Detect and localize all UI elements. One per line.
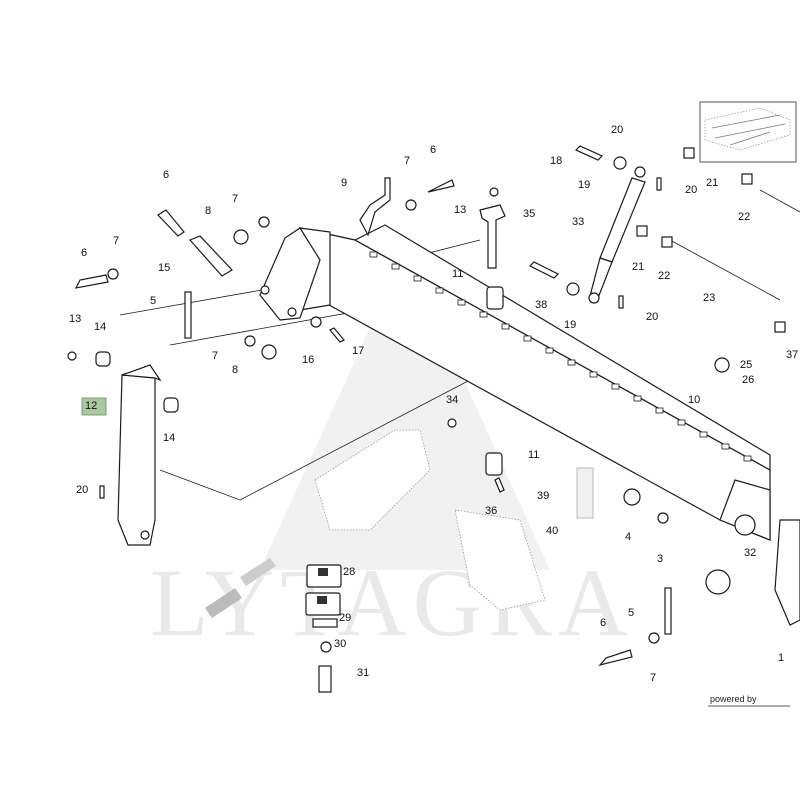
clamp-block-29 xyxy=(305,592,341,616)
callout-18[interactable]: 18 xyxy=(550,155,562,167)
callout-22[interactable]: 22 xyxy=(658,270,670,282)
callout-20[interactable]: 20 xyxy=(685,184,697,196)
callout-7[interactable]: 7 xyxy=(404,155,410,167)
callout-11[interactable]: 11 xyxy=(528,449,539,461)
support-arm xyxy=(117,364,162,546)
tube-32 xyxy=(705,519,800,626)
callout-33[interactable]: 33 xyxy=(572,216,584,228)
callout-10[interactable]: 10 xyxy=(688,394,700,406)
callout-36[interactable]: 36 xyxy=(485,505,497,517)
callout-8[interactable]: 8 xyxy=(205,205,211,217)
callout-13[interactable]: 13 xyxy=(69,313,81,325)
bracket-plate-40 xyxy=(454,509,546,611)
callout-6[interactable]: 6 xyxy=(600,617,606,629)
hydraulic-cylinder xyxy=(588,166,646,304)
shaft-15 xyxy=(188,235,233,277)
callout-3[interactable]: 3 xyxy=(657,553,663,565)
callout-28[interactable]: 28 xyxy=(343,566,355,578)
callout-7[interactable]: 7 xyxy=(232,193,238,205)
callout-11[interactable]: 11 xyxy=(452,268,463,280)
callout-6[interactable]: 6 xyxy=(430,144,436,156)
callout-21[interactable]: 21 xyxy=(706,177,718,189)
post-39 xyxy=(576,467,594,519)
callout-14[interactable]: 14 xyxy=(94,321,106,333)
callout-26[interactable]: 26 xyxy=(742,374,754,386)
main-frame-beam xyxy=(299,224,771,541)
callout-15[interactable]: 15 xyxy=(158,262,170,274)
callout-6[interactable]: 6 xyxy=(163,169,169,181)
callout-19[interactable]: 19 xyxy=(564,319,576,331)
callout-20[interactable]: 20 xyxy=(611,124,623,136)
callout-8[interactable]: 8 xyxy=(232,364,238,376)
callout-4[interactable]: 4 xyxy=(625,531,631,543)
callout-38[interactable]: 38 xyxy=(535,299,547,311)
callout-14[interactable]: 14 xyxy=(163,432,175,444)
callout-37[interactable]: 37 xyxy=(786,349,798,361)
callout-31[interactable]: 31 xyxy=(357,667,369,679)
callout-20[interactable]: 20 xyxy=(76,484,88,496)
callout-29[interactable]: 29 xyxy=(339,612,351,624)
callout-5[interactable]: 5 xyxy=(150,295,156,307)
callout-17[interactable]: 17 xyxy=(352,345,364,357)
callout-13[interactable]: 13 xyxy=(454,204,466,216)
callout-32[interactable]: 32 xyxy=(744,547,756,559)
callout-7[interactable]: 7 xyxy=(212,350,218,362)
callout-16[interactable]: 16 xyxy=(302,354,314,366)
callout-23[interactable]: 23 xyxy=(703,292,715,304)
callout-22[interactable]: 22 xyxy=(738,211,750,223)
callout-20[interactable]: 20 xyxy=(646,311,658,323)
callout-35[interactable]: 35 xyxy=(523,208,535,220)
callout-19[interactable]: 19 xyxy=(578,179,590,191)
callout-6[interactable]: 6 xyxy=(81,247,87,259)
overview-thumbnail[interactable] xyxy=(699,101,797,163)
callout-5[interactable]: 5 xyxy=(628,607,634,619)
direction-arrow xyxy=(205,558,276,618)
callout-1[interactable]: 1 xyxy=(778,652,784,664)
callout-9[interactable]: 9 xyxy=(341,177,347,189)
bracket-9 xyxy=(359,177,391,237)
callout-21[interactable]: 21 xyxy=(632,261,644,273)
callout-7[interactable]: 7 xyxy=(650,672,656,684)
callout-39[interactable]: 39 xyxy=(537,490,549,502)
callout-40[interactable]: 40 xyxy=(546,525,558,537)
callout-34[interactable]: 34 xyxy=(446,394,458,406)
callout-12[interactable]: 12 xyxy=(85,400,97,412)
mounting-bracket xyxy=(259,227,321,321)
clamp-block-28 xyxy=(306,564,342,588)
highlight-12 xyxy=(81,397,107,416)
pin-35 xyxy=(479,204,506,269)
powered-by-text: powered by xyxy=(710,694,757,704)
callout-7[interactable]: 7 xyxy=(113,235,119,247)
callout-30[interactable]: 30 xyxy=(334,638,346,650)
callout-25[interactable]: 25 xyxy=(740,359,752,371)
